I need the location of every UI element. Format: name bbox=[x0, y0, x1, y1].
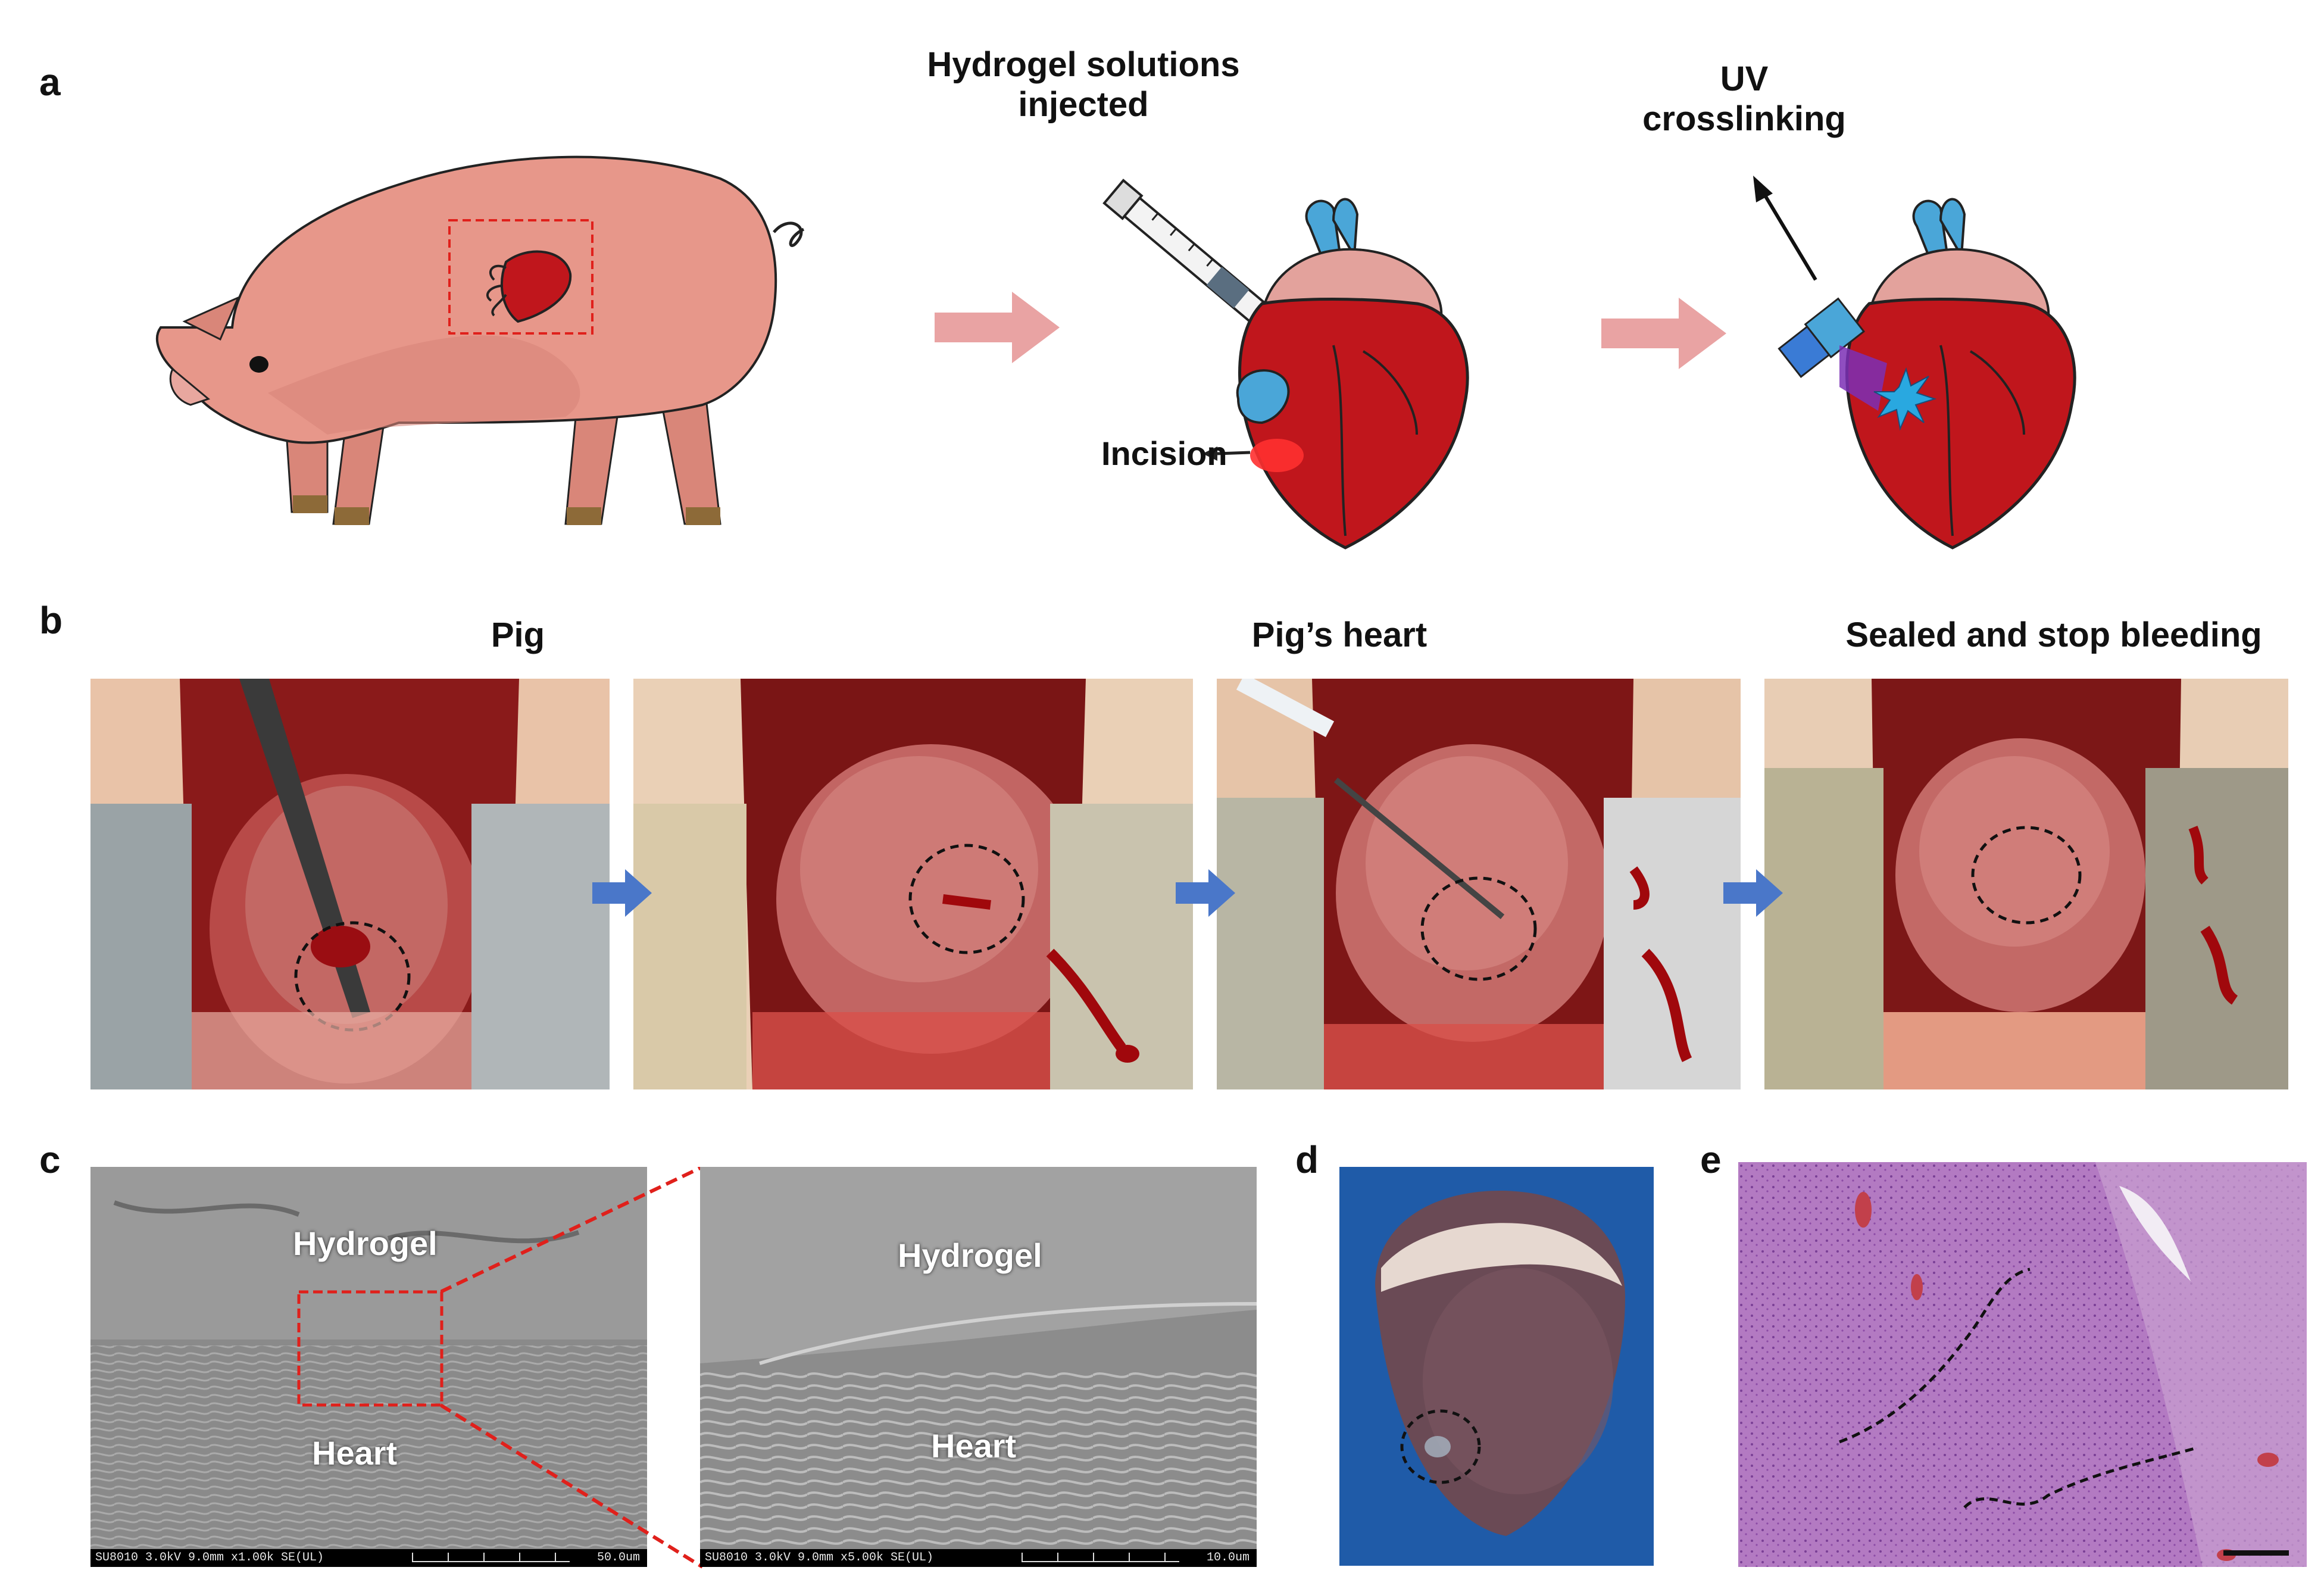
hydrogel-injected-line2: injected bbox=[1018, 85, 1149, 124]
photo-arrow-2 bbox=[1176, 869, 1235, 917]
hydrogel-injected-line1: Hydrogel solutions bbox=[927, 45, 1240, 84]
surgery-photo-3 bbox=[1217, 679, 1741, 1089]
sem-info-bar-1: SU8010 3.0kV 9.0mm x1.00k SE(UL) 50.0um bbox=[90, 1549, 647, 1567]
explanted-heart-photo bbox=[1339, 1167, 1654, 1566]
sem-info-bar-2: SU8010 3.0kV 9.0mm x5.00k SE(UL) 10.0um bbox=[700, 1549, 1257, 1567]
photo-arrow-3 bbox=[1723, 869, 1783, 917]
pig-illustration bbox=[155, 155, 805, 525]
panel-letter-e: e bbox=[1700, 1138, 1722, 1181]
sem-heart-label-1: Heart bbox=[312, 1434, 398, 1472]
surgery-photo-4 bbox=[1764, 679, 2288, 1089]
sem-image-high-mag: Hydrogel Heart SU8010 3.0kV 9.0mm x5.00k… bbox=[700, 1167, 1257, 1567]
panel-letter-c: c bbox=[39, 1138, 61, 1181]
process-arrow-1 bbox=[935, 292, 1060, 363]
histology-image bbox=[1738, 1162, 2307, 1567]
sem-hydrogel-label-2: Hydrogel bbox=[898, 1237, 1042, 1274]
sem-info-2: SU8010 3.0kV 9.0mm x5.00k SE(UL) bbox=[705, 1551, 934, 1565]
sem-scale-2: 10.0um bbox=[1206, 1551, 1250, 1565]
photo-arrow-1 bbox=[592, 869, 652, 917]
sem-scale-ticks-2 bbox=[1022, 1553, 1179, 1562]
sem-scale-1: 50.0um bbox=[596, 1551, 640, 1565]
panel-letter-b: b bbox=[39, 599, 63, 642]
caption-pig: Pig bbox=[491, 616, 545, 654]
surgery-photo-1 bbox=[90, 679, 610, 1089]
hydrogel-injected-label: Hydrogel solutions injected bbox=[893, 45, 1274, 124]
sem-info-1: SU8010 3.0kV 9.0mm x1.00k SE(UL) bbox=[95, 1551, 324, 1565]
injection-diagram bbox=[1102, 179, 1469, 550]
sem-image-low-mag: Hydrogel Heart SU8010 3.0kV 9.0mm x1.00k… bbox=[90, 1167, 647, 1567]
zoom-connector-lines bbox=[441, 1167, 702, 1569]
surgery-photo-2 bbox=[633, 679, 1193, 1089]
panel-letter-a: a bbox=[39, 61, 61, 104]
uv-crosslinking-label: UV crosslinking bbox=[1595, 60, 1893, 139]
panel-letter-d: d bbox=[1295, 1138, 1319, 1181]
uv-line1: UV bbox=[1720, 60, 1769, 98]
caption-pigs-heart: Pig’s heart bbox=[1251, 616, 1427, 654]
sem-scale-ticks-1 bbox=[412, 1553, 570, 1562]
caption-sealed: Sealed and stop bleeding bbox=[1845, 616, 2262, 654]
uv-crosslinking-diagram bbox=[1753, 176, 2076, 550]
sem-hydrogel-label-1: Hydrogel bbox=[293, 1225, 438, 1262]
process-arrow-2 bbox=[1601, 298, 1726, 369]
uv-line2: crosslinking bbox=[1642, 99, 1846, 138]
incision-label: Incision bbox=[1101, 435, 1227, 472]
sem-heart-label-2: Heart bbox=[931, 1427, 1017, 1465]
